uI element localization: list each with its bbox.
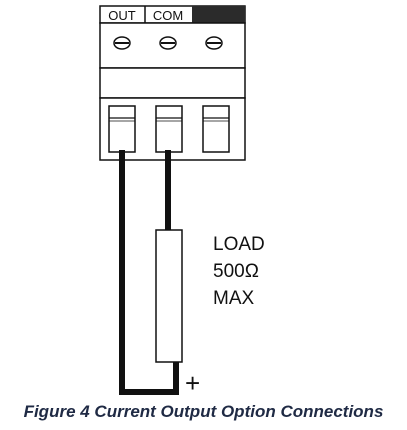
load-label: LOAD	[213, 234, 265, 255]
screw-icon	[205, 36, 223, 50]
screw-icon	[113, 36, 131, 50]
terminal-header: OUT COM	[99, 5, 246, 24]
wire-socket-spare	[202, 105, 230, 153]
terminal-block	[99, 22, 246, 161]
screw-icon	[159, 36, 177, 50]
terminal-label-out: OUT	[108, 8, 136, 23]
load-limit: MAX	[213, 288, 255, 309]
wire-socket-out	[108, 105, 136, 153]
terminal-header-dark	[192, 6, 245, 23]
polarity-plus: +	[185, 368, 200, 398]
out-wire	[119, 150, 179, 395]
figure-caption: Figure 4 Current Output Option Connectio…	[23, 402, 384, 421]
load-value: 500Ω	[213, 261, 259, 282]
wire-socket-com	[155, 105, 183, 153]
load-resistor	[155, 229, 183, 363]
connection-diagram: OUT COM	[99, 5, 265, 398]
terminal-label-com: COM	[153, 8, 183, 23]
